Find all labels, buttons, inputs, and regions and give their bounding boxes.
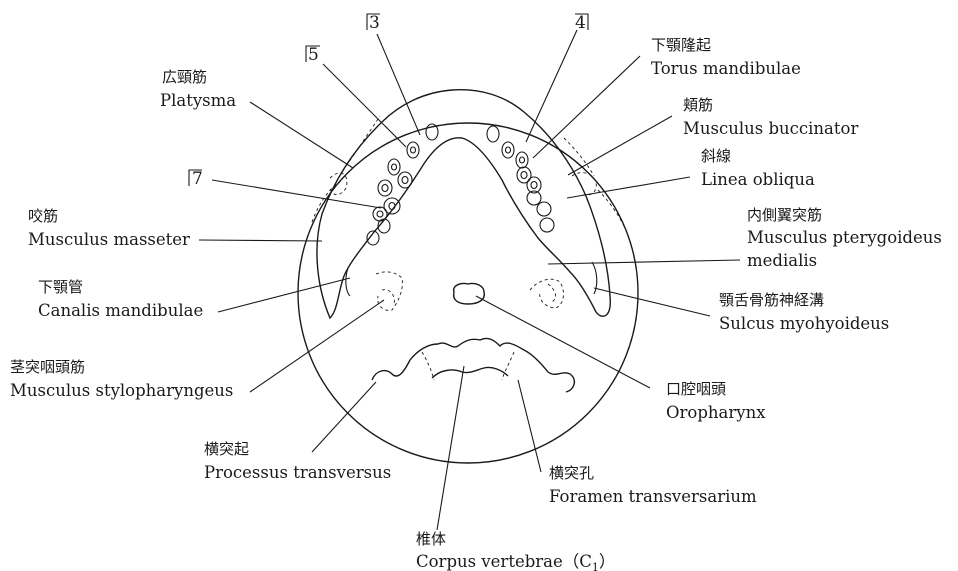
label-foramen-transversarium: 横突孔 Foramen transversarium xyxy=(549,464,757,506)
svg-text:Platysma: Platysma xyxy=(160,91,236,110)
leader-lines xyxy=(199,30,740,530)
svg-text:茎突咽頭筋: 茎突咽頭筋 xyxy=(10,358,85,376)
label-sulcus-myohyoideus: 顎舌骨筋神経溝 Sulcus myohyoideus xyxy=(719,291,889,333)
svg-text:Musculus stylopharyngeus: Musculus stylopharyngeus xyxy=(10,381,233,400)
svg-text:咬筋: 咬筋 xyxy=(28,207,58,225)
svg-text:頬筋: 頬筋 xyxy=(683,96,713,114)
svg-text:椎体: 椎体 xyxy=(416,530,446,548)
teeth-left xyxy=(367,124,438,245)
svg-text:4: 4 xyxy=(575,13,586,33)
svg-text:顎舌骨筋神経溝: 顎舌骨筋神経溝 xyxy=(719,291,824,309)
label-stylopharyngeus: 茎突咽頭筋 Musculus stylopharyngeus xyxy=(10,358,233,400)
label-platysma: 広頸筋 Platysma xyxy=(160,68,236,110)
svg-text:3: 3 xyxy=(369,13,380,33)
svg-text:Oropharynx: Oropharynx xyxy=(666,403,766,422)
svg-text:広頸筋: 広頸筋 xyxy=(162,68,207,86)
teeth-right xyxy=(487,126,554,232)
svg-text:口腔咽頭: 口腔咽頭 xyxy=(666,380,726,398)
mandibular-canal-right xyxy=(592,262,597,294)
corpus-subscript: 1 xyxy=(592,561,599,571)
tooth-number-4: 4 xyxy=(575,13,588,33)
corpus-close: ） xyxy=(599,552,616,571)
label-corpus-vertebrae: 椎体 Corpus vertebrae（C1） xyxy=(416,530,615,571)
svg-text:Musculus buccinator: Musculus buccinator xyxy=(683,119,858,138)
mandibular-canal-left xyxy=(346,268,350,296)
svg-text:Sulcus myohyoideus: Sulcus myohyoideus xyxy=(719,314,889,333)
label-pterygoideus-medialis: 内側翼突筋 Musculus pterygoideus medialis xyxy=(747,206,942,270)
label-masseter: 咬筋 Musculus masseter xyxy=(28,207,190,249)
tooth-number-7: 7 xyxy=(189,169,203,189)
svg-text:Musculus masseter: Musculus masseter xyxy=(28,230,190,249)
svg-text:下顎管: 下顎管 xyxy=(38,278,83,296)
svg-text:下顎隆起: 下顎隆起 xyxy=(651,36,711,54)
svg-text:横突起: 横突起 xyxy=(204,440,249,458)
svg-text:斜線: 斜線 xyxy=(701,147,731,165)
svg-text:Musculus pterygoideus: Musculus pterygoideus xyxy=(747,228,942,247)
label-oropharynx: 口腔咽頭 Oropharynx xyxy=(666,380,766,422)
svg-text:内側翼突筋: 内側翼突筋 xyxy=(747,206,822,224)
muscle-contours-right xyxy=(530,138,624,308)
svg-text:5: 5 xyxy=(308,45,319,65)
label-canalis-mandibulae: 下顎管 Canalis mandibulae xyxy=(38,278,203,320)
svg-text:7: 7 xyxy=(192,169,203,189)
label-linea-obliqua: 斜線 Linea obliqua xyxy=(701,147,815,189)
svg-text:medialis: medialis xyxy=(747,251,817,270)
label-processus-transversus: 横突起 Processus transversus xyxy=(204,440,391,482)
svg-text:Foramen transversarium: Foramen transversarium xyxy=(549,487,757,506)
tooth-number-3: 3 xyxy=(367,13,380,33)
vertebra-outline xyxy=(372,338,574,392)
label-torus-mandibulae: 下顎隆起 Torus mandibulae xyxy=(651,36,801,78)
svg-text:Canalis mandibulae: Canalis mandibulae xyxy=(38,301,203,320)
tooth-number-5: 5 xyxy=(306,45,320,65)
vertebral-body xyxy=(432,367,508,378)
oropharynx-outline xyxy=(454,283,485,304)
label-buccinator: 頬筋 Musculus buccinator xyxy=(683,96,858,138)
svg-text:Linea obliqua: Linea obliqua xyxy=(701,170,815,189)
svg-text:Torus mandibulae: Torus mandibulae xyxy=(651,59,801,78)
svg-text:Corpus vertebrae（C1）: Corpus vertebrae（C1） xyxy=(416,552,615,571)
svg-text:横突孔: 横突孔 xyxy=(549,464,594,482)
corpus-text: Corpus vertebrae（C xyxy=(416,552,592,571)
svg-text:Processus transversus: Processus transversus xyxy=(204,463,391,482)
foramen-left xyxy=(422,352,434,380)
